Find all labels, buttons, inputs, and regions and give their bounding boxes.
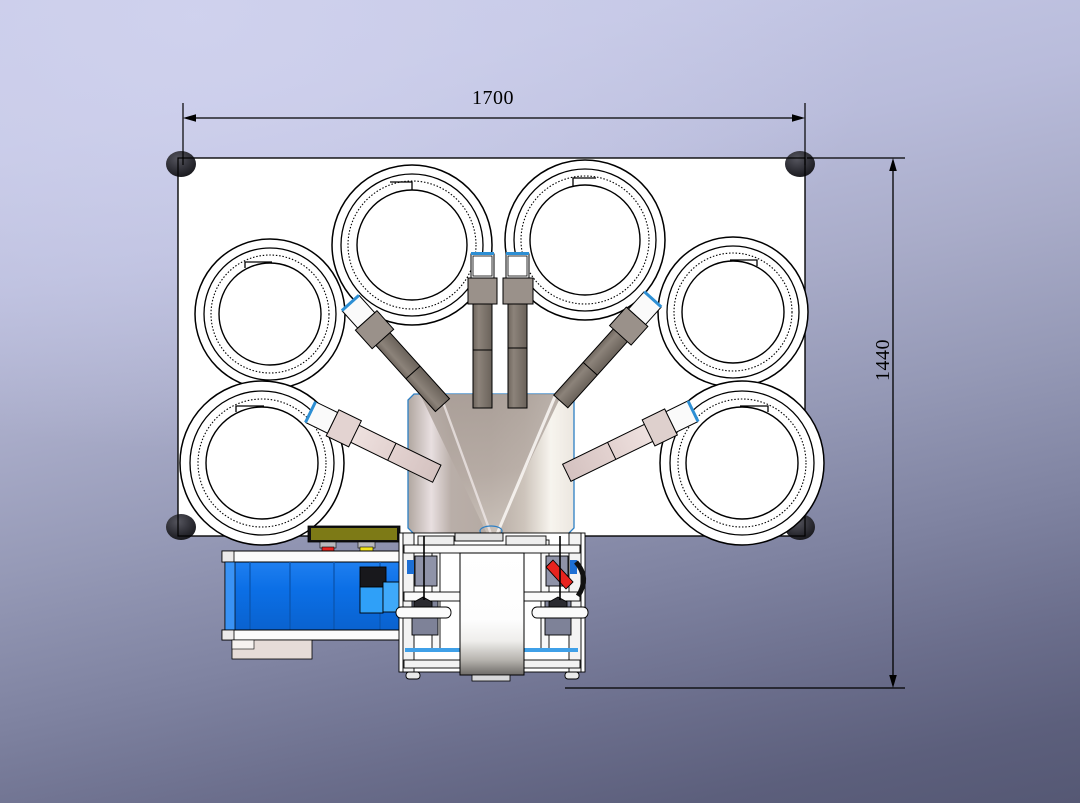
center-white-block bbox=[459, 552, 525, 676]
robot-arm-upper-left bbox=[340, 294, 451, 413]
coil-reel-lower-left bbox=[179, 380, 345, 546]
robot-arm-center-left bbox=[467, 252, 498, 409]
corner-bumper-top-right bbox=[785, 151, 815, 177]
center-foot bbox=[471, 674, 511, 682]
robot-arm-lower-right bbox=[561, 400, 700, 483]
dimension-label-depth: 1440 bbox=[872, 339, 894, 381]
robot-arms bbox=[304, 252, 700, 483]
coil-reel-upper-right bbox=[657, 236, 809, 388]
dimension-overall-depth bbox=[565, 157, 905, 689]
coil-reel-upper-mid-left bbox=[331, 164, 493, 326]
robot-arm-center-right bbox=[502, 252, 534, 409]
dimension-overall-width bbox=[182, 103, 806, 165]
dimension-label-width: 1700 bbox=[472, 87, 514, 109]
coil-reel-lower-right bbox=[659, 380, 825, 546]
robot-arm-upper-right bbox=[553, 290, 663, 409]
coil-reel-upper-left bbox=[194, 238, 346, 390]
coil-reel-upper-mid-right bbox=[504, 159, 666, 321]
lower-machine-assembly bbox=[221, 525, 589, 682]
corner-bumper-top-left bbox=[166, 151, 196, 177]
control-display bbox=[307, 525, 401, 553]
robot-arm-lower-left bbox=[304, 401, 442, 483]
corner-bumper-bottom-left bbox=[166, 514, 196, 540]
coil-reels bbox=[179, 159, 825, 546]
center-funnel-hopper bbox=[407, 393, 575, 537]
